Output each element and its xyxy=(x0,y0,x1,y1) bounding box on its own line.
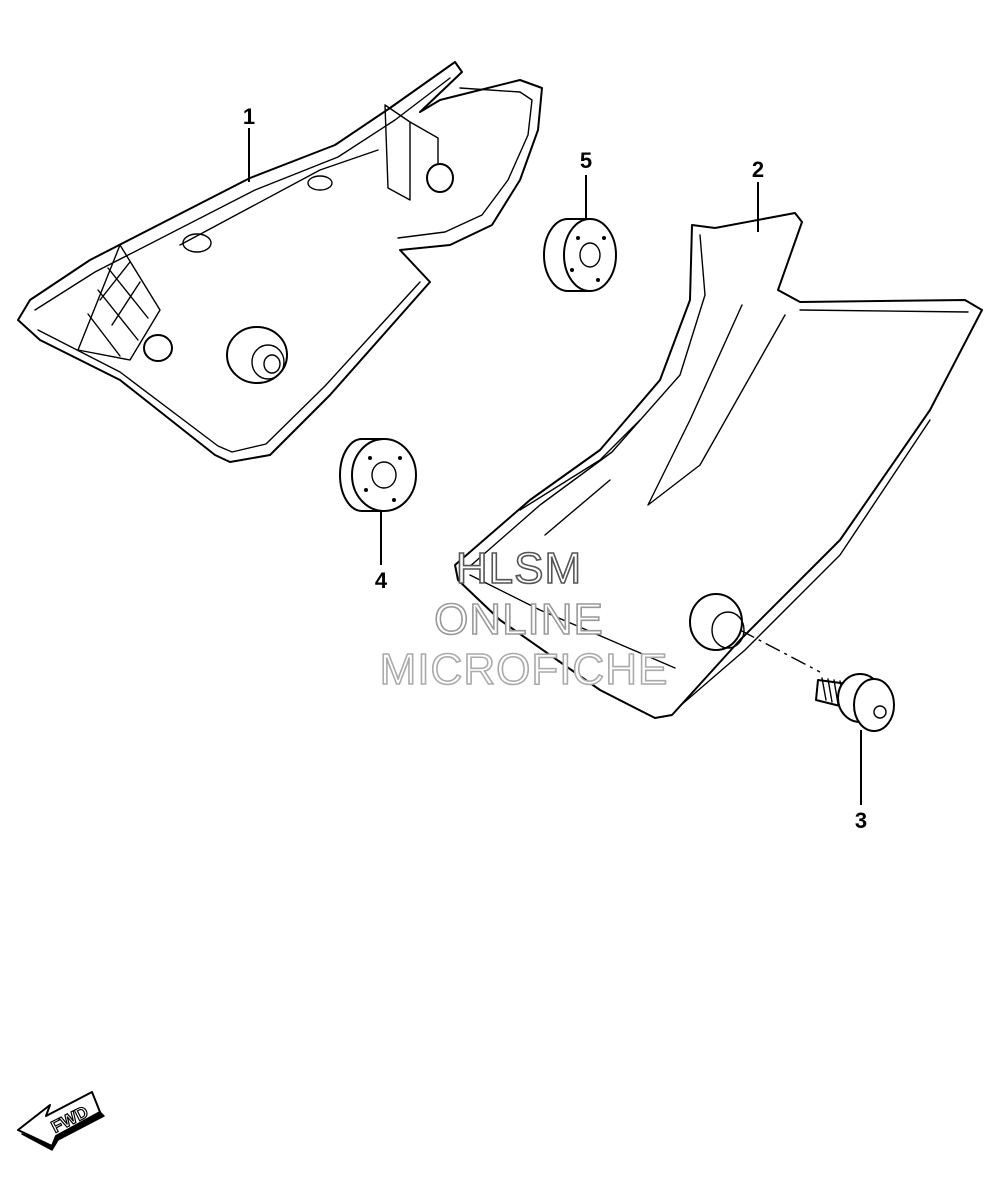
part-4-grommet[interactable] xyxy=(339,438,417,512)
callout-4: 4 xyxy=(375,568,388,593)
callout-2: 2 xyxy=(752,157,764,182)
callout-5: 5 xyxy=(580,148,592,173)
fwd-arrow-icon: FWD xyxy=(17,1091,105,1151)
callout-3: 3 xyxy=(855,808,867,833)
part-1-side-cover-left[interactable] xyxy=(17,61,543,463)
watermark-line-2: ONLINE xyxy=(434,595,604,644)
watermark-line-3: MICROFICHE xyxy=(380,645,669,694)
watermark: HLSM ONLINE MICROFICHE xyxy=(379,543,669,695)
watermark-line-1: HLSM xyxy=(456,544,582,593)
part-5-grommet[interactable] xyxy=(543,218,617,292)
part-3-bolt[interactable] xyxy=(739,629,895,732)
callout-1: 1 xyxy=(243,104,255,129)
part-2-side-cover-right[interactable] xyxy=(454,212,983,719)
